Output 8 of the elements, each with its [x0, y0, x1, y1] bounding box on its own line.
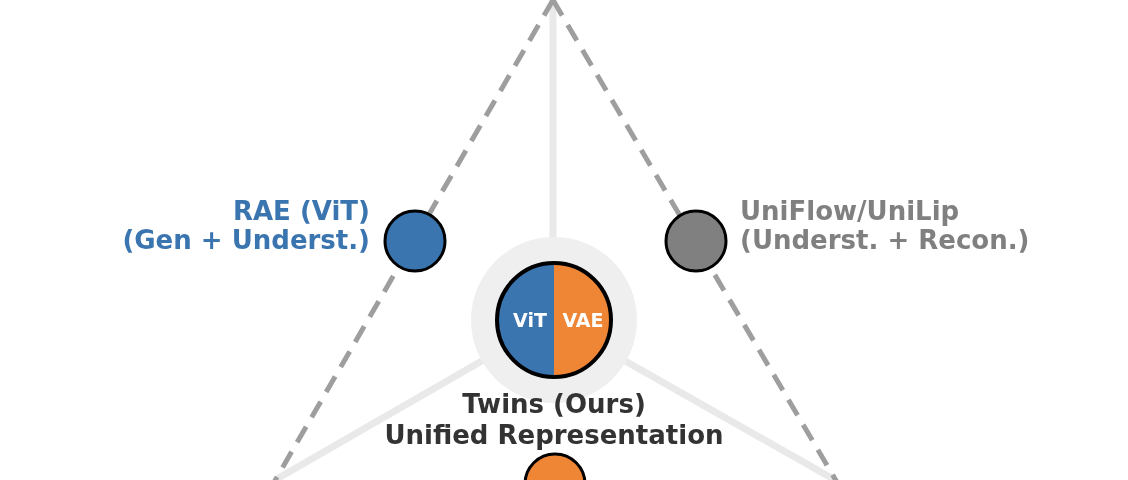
- method-label: (Gen + Underst.): [122, 226, 370, 255]
- method-label: (Underst. + Recon.): [740, 226, 1030, 255]
- half-label: VAE: [562, 309, 604, 331]
- method-label: Twins (Ours): [462, 390, 646, 419]
- method-label: UniFlow/UniLip: [740, 197, 960, 226]
- method-label: RAE (ViT): [232, 197, 370, 226]
- half-label: ViT: [513, 309, 547, 331]
- method-label: Unified Representation: [384, 421, 724, 450]
